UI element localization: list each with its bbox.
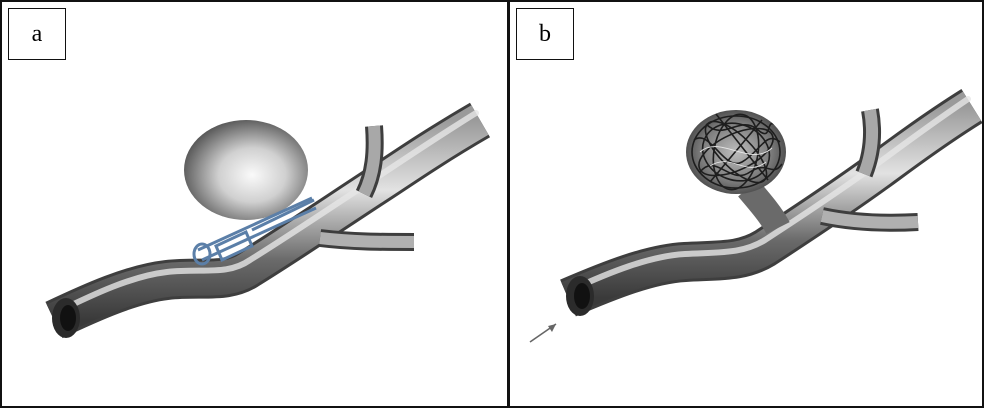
panel-a: a <box>2 2 510 406</box>
aneurysm-sac-a <box>184 120 308 220</box>
upper-branch-a <box>364 126 375 194</box>
upper-branch-b <box>864 110 872 174</box>
clipping-illustration <box>2 2 507 406</box>
lower-branch-a <box>320 238 414 242</box>
catheter-arrow-icon <box>530 324 556 342</box>
coiling-illustration <box>510 2 982 406</box>
lower-branch-b <box>822 216 918 223</box>
aneurysm-neck-b <box>748 188 778 228</box>
panel-b: b <box>510 2 982 406</box>
